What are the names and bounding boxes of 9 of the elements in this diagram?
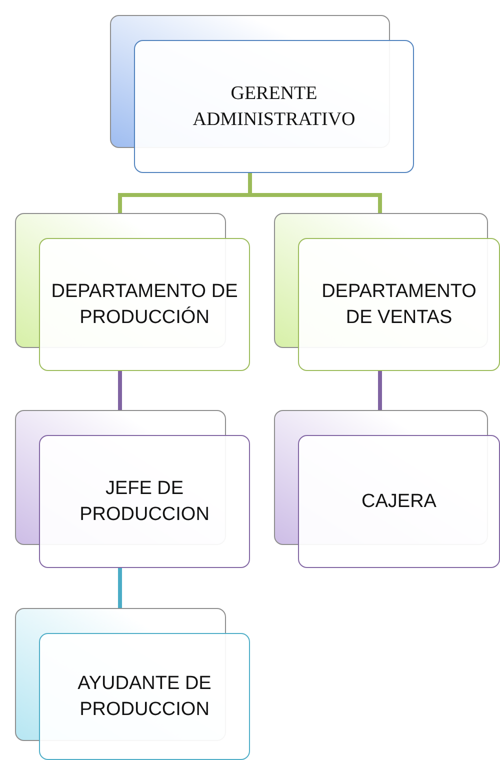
connector-line	[378, 371, 382, 410]
connector-line	[118, 568, 122, 608]
position-box: DEPARTAMENTO DE PRODUCCIÓN	[39, 238, 250, 371]
position-box: JEFE DE PRODUCCION	[39, 435, 250, 568]
connector-line	[118, 371, 122, 410]
position-box: AYUDANTE DE PRODUCCION	[39, 633, 250, 760]
position-box: DEPARTAMENTO DE VENTAS	[298, 238, 500, 371]
position-box: GERENTE ADMINISTRATIVO	[134, 40, 414, 173]
position-box: CAJERA	[298, 435, 500, 568]
